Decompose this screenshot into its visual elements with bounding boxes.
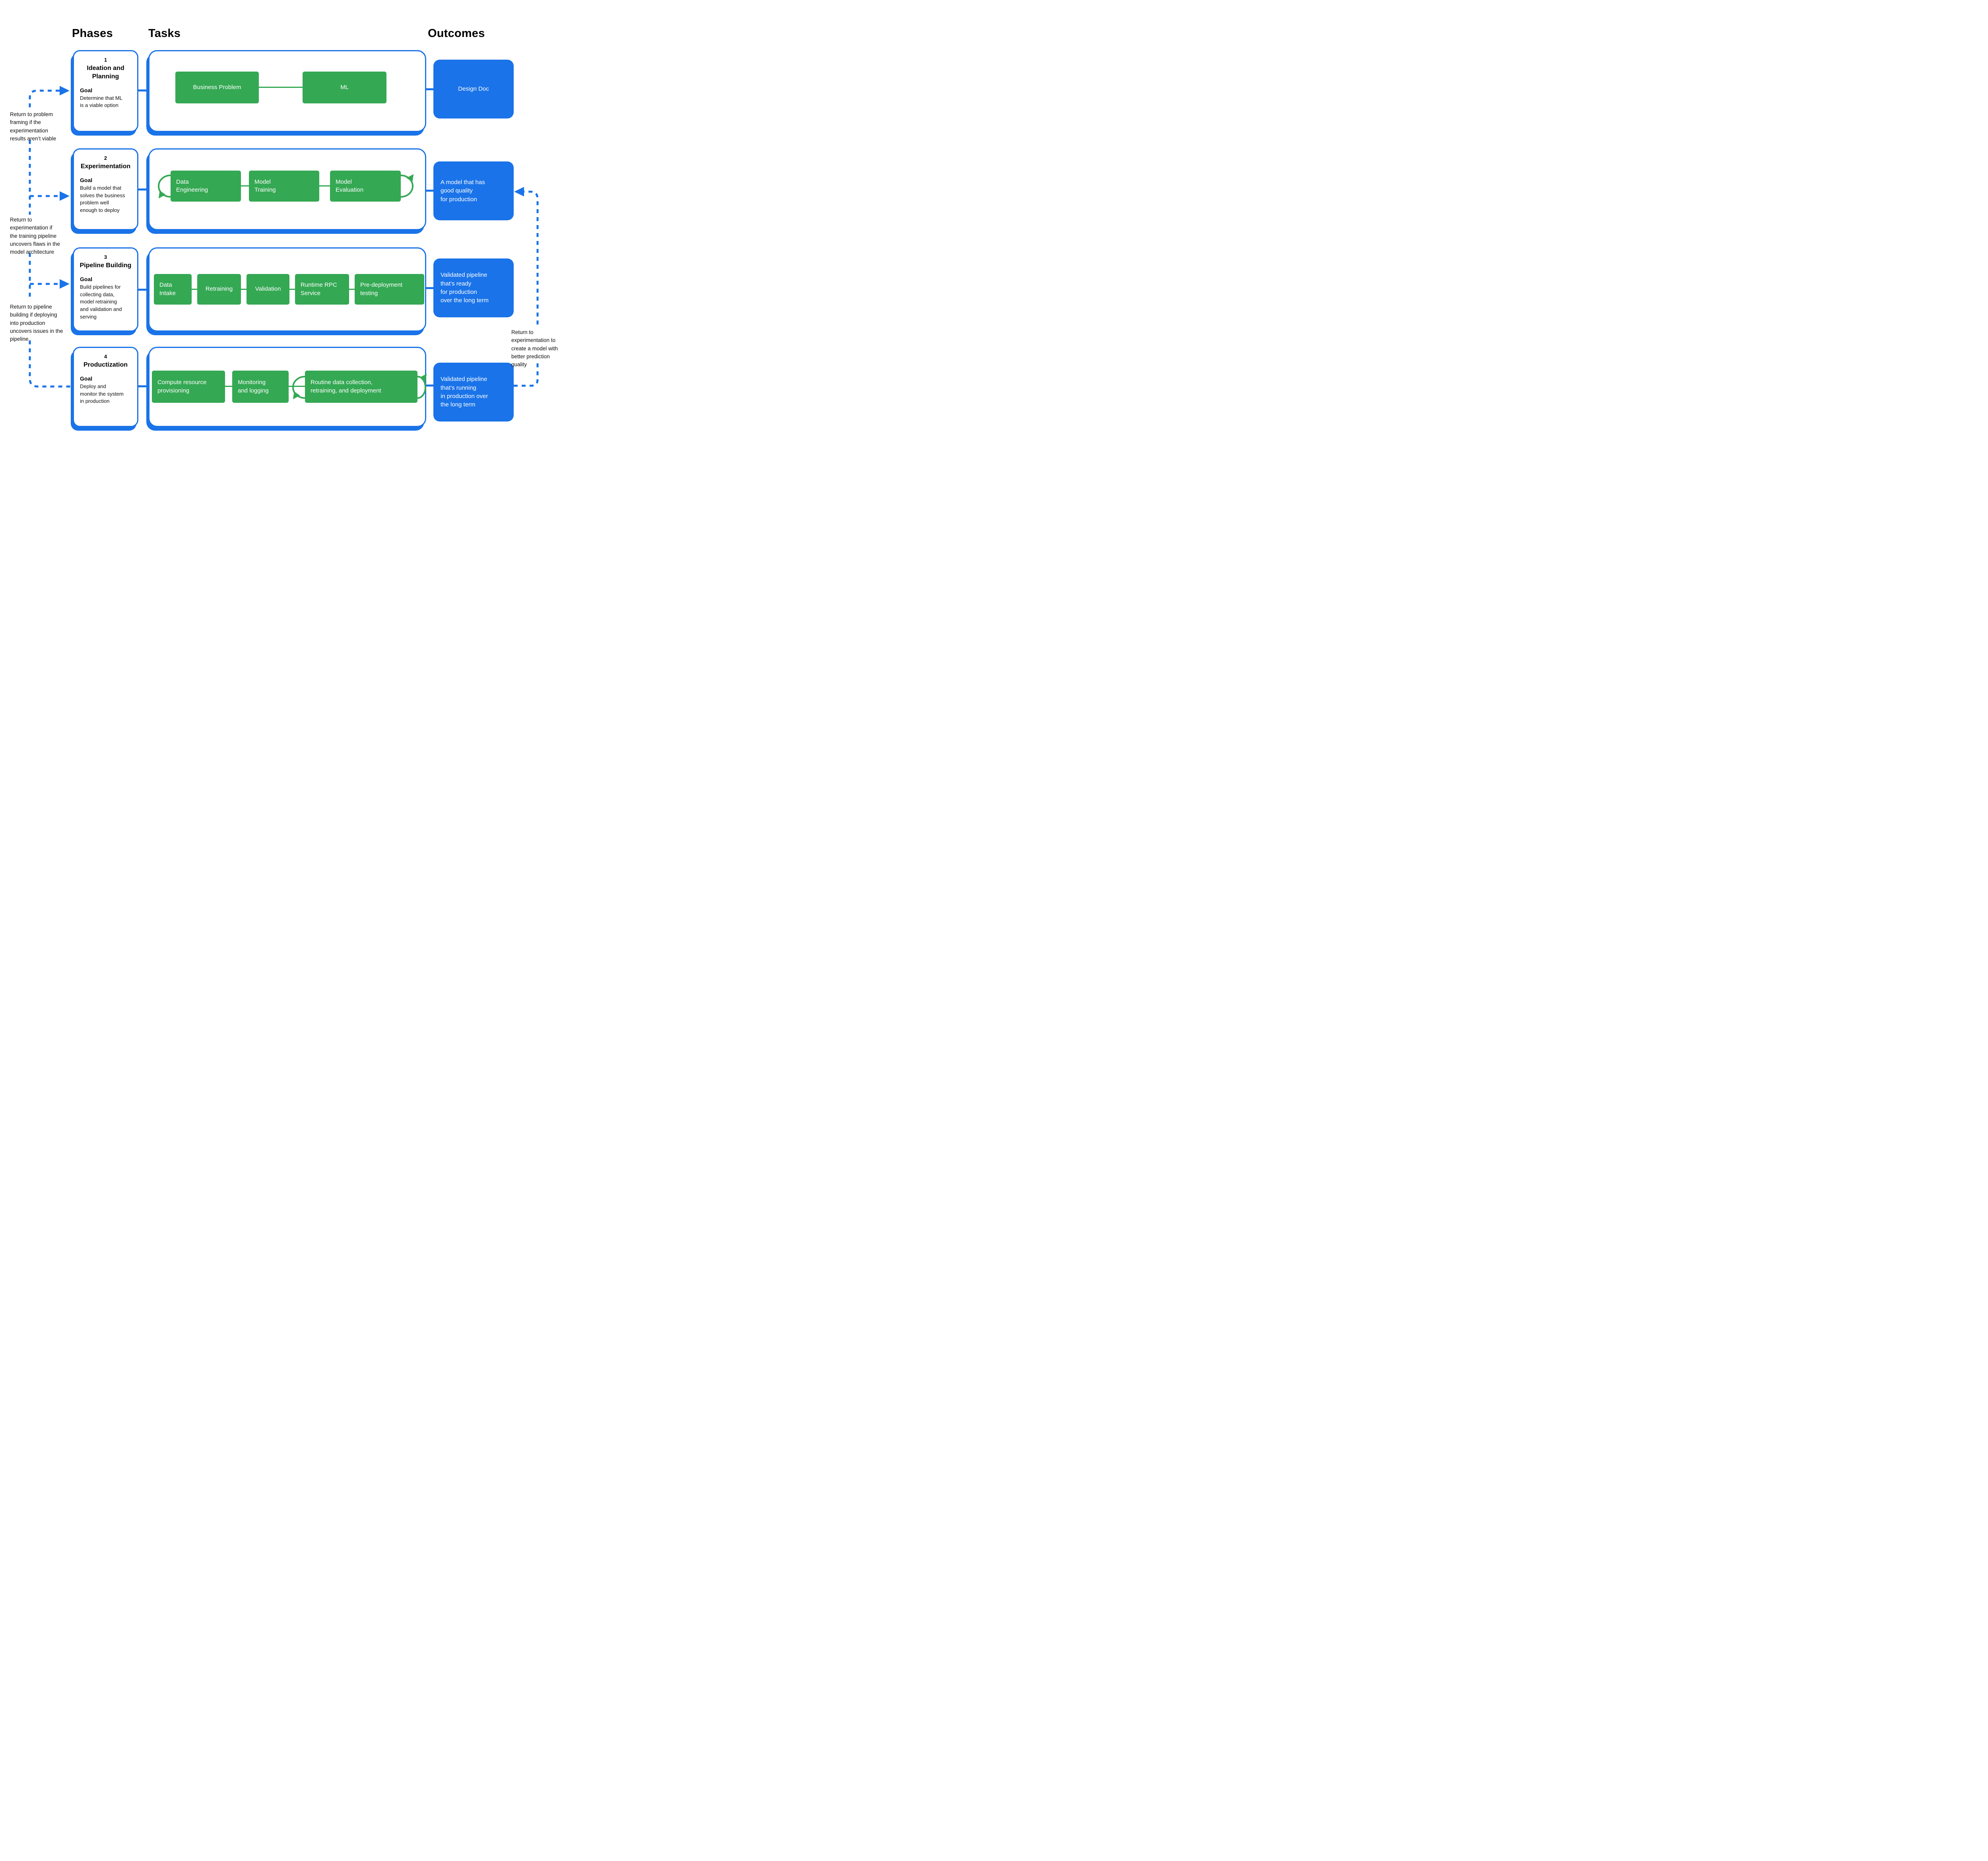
phase-box-productization: 4 Productization Goal Deploy and monitor…	[73, 347, 138, 427]
phase-box-experimentation: 2 Experimentation Goal Build a model tha…	[73, 148, 138, 230]
header-phases: Phases	[72, 27, 113, 40]
task-model-training: Model Training	[249, 171, 319, 202]
task-connector	[241, 185, 249, 186]
annotation-return-pipeline-building: Return to pipeline building if deploying…	[10, 304, 63, 342]
outcome-design-doc: Design Doc	[433, 60, 514, 118]
task-runtime-rpc-service: Runtime RPC Service	[295, 274, 349, 305]
task-validation: Validation	[247, 274, 289, 305]
task-connector	[289, 289, 295, 290]
annotation-return-problem-framing: Return to problem framing if the experim…	[10, 111, 56, 142]
arrow-right-icon	[60, 191, 70, 201]
goal-label: Goal	[80, 87, 93, 93]
task-routine-data-collection: Routine data collection, retraining, and…	[305, 371, 417, 403]
phase-goal: Goal Deploy and monitor the system in pr…	[79, 375, 132, 406]
connector-phase4-tasks	[138, 385, 149, 387]
goal-label: Goal	[80, 375, 93, 382]
task-connector	[349, 289, 355, 290]
task-retraining: Retraining	[197, 274, 241, 305]
arrow-left-icon	[514, 187, 524, 196]
goal-text: Deploy and monitor the system in product…	[80, 383, 124, 404]
task-connector	[241, 289, 247, 290]
phase-number: 2	[104, 155, 107, 161]
task-connector	[319, 185, 330, 186]
arrow-right-icon	[60, 86, 70, 95]
task-pre-deployment-testing: Pre-deployment testing	[355, 274, 424, 305]
connector-phase2-tasks	[138, 188, 149, 190]
dotted-return-right-top	[524, 190, 539, 324]
goal-text: Build a model that solves the business p…	[80, 185, 125, 214]
outcome-good-quality-model: A model that has good quality for produc…	[433, 161, 514, 220]
phase-number: 1	[104, 57, 107, 63]
connector-tasks1-outcome	[425, 88, 434, 90]
task-connector	[289, 386, 305, 387]
phase-title: Pipeline Building	[80, 262, 132, 269]
outcome-validated-pipeline-running: Validated pipeline that’s running in pro…	[433, 363, 514, 422]
outcome-validated-pipeline-ready: Validated pipeline that’s ready for prod…	[433, 258, 514, 317]
phase-title: Ideation and Planning	[87, 65, 124, 80]
goal-text: Build pipelines for collecting data, mod…	[80, 284, 122, 320]
phase-goal: Goal Determine that ML is a viable optio…	[79, 87, 132, 110]
annotation-return-experimentation: Return to experimentation if the trainin…	[10, 217, 60, 255]
mlops-phases-diagram: Phases Tasks Outcomes	[0, 0, 564, 465]
arrow-right-icon	[60, 279, 70, 289]
goal-text: Determine that ML is a viable option	[80, 95, 122, 109]
phase-goal: Goal Build pipelines for collecting data…	[79, 276, 132, 321]
task-connector	[192, 289, 197, 290]
task-connector	[225, 386, 232, 387]
task-ml: ML	[303, 72, 386, 103]
phase-box-ideation-planning: 1 Ideation and Planning Goal Determine t…	[73, 50, 138, 132]
connector-tasks4-outcome	[425, 385, 434, 387]
task-data-intake: Data Intake	[154, 274, 192, 305]
task-compute-resource-provisioning: Compute resource provisioning	[152, 371, 225, 403]
connector-phase3-tasks	[138, 289, 149, 291]
task-connector	[259, 87, 303, 88]
dotted-return-path-bottom	[29, 340, 73, 388]
phase-number: 3	[104, 254, 107, 260]
header-outcomes: Outcomes	[428, 27, 485, 40]
header-tasks: Tasks	[148, 27, 181, 40]
goal-label: Goal	[80, 177, 93, 183]
task-monitoring-and-logging: Monitoring and logging	[232, 371, 289, 403]
annotation-return-experimentation-quality: Return to experimentation to create a mo…	[511, 329, 558, 367]
phase-box-pipeline-building: 3 Pipeline Building Goal Build pipelines…	[73, 247, 138, 332]
dotted-return-path-top	[29, 89, 60, 108]
phase-title: Experimentation	[80, 163, 131, 170]
task-business-problem: Business Problem	[175, 72, 259, 103]
phase-title: Productization	[83, 361, 128, 368]
phase-number: 4	[104, 354, 107, 359]
connector-tasks2-outcome	[425, 190, 434, 192]
connector-phase1-tasks	[138, 89, 149, 91]
goal-label: Goal	[80, 276, 93, 282]
connector-tasks3-outcome	[425, 287, 434, 289]
task-data-engineering: Data Engineering	[171, 171, 241, 202]
task-model-evaluation: Model Evaluation	[330, 171, 401, 202]
phase-goal: Goal Build a model that solves the busin…	[79, 177, 132, 214]
